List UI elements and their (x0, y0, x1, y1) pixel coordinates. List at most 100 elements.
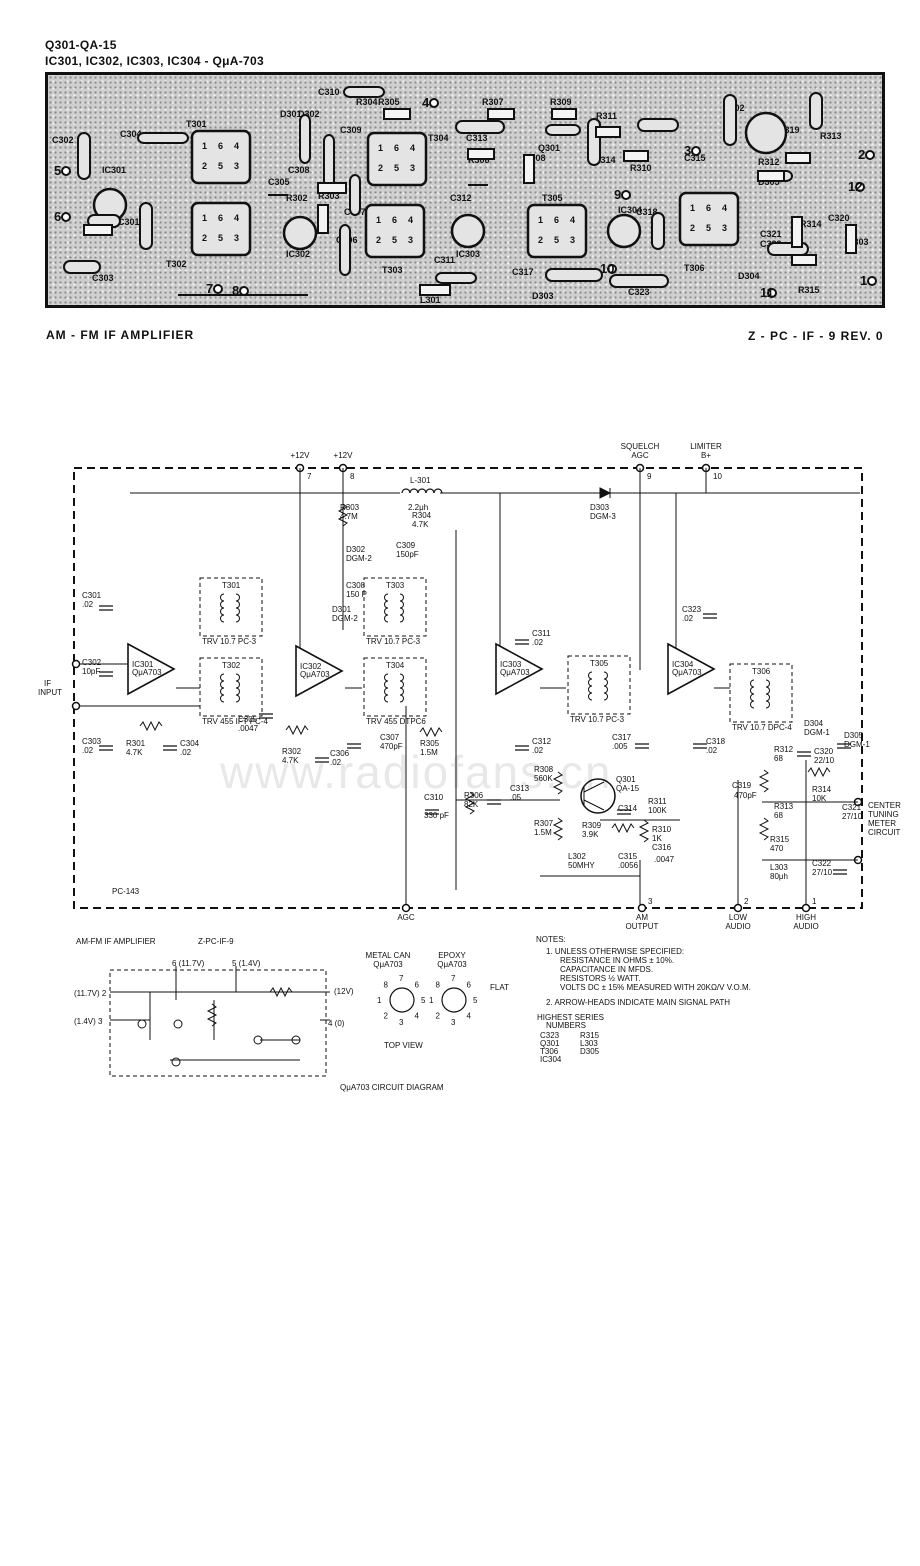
metal-can-label: QμA703 (373, 960, 403, 969)
transformer-coil (588, 678, 593, 687)
highest-cell: L303 (580, 1039, 598, 1048)
part-label: 150pF (396, 550, 419, 559)
part-label: DGM-3 (590, 512, 616, 521)
pcb-label-r311: R311 (596, 111, 617, 121)
wire (583, 781, 605, 793)
pcb-label-q301: Q301 (538, 143, 560, 153)
pcb-pin-hole (867, 276, 877, 286)
pcb-pin-hole (621, 190, 631, 200)
pcb-can-pin: 2 (376, 235, 381, 245)
resistor-symbol (758, 769, 770, 793)
pcb-label-c309: C309 (340, 125, 362, 135)
pcb-component (609, 274, 669, 288)
pcb-can-pin: 5 (392, 235, 397, 245)
terminal-label: AUDIO (793, 922, 818, 931)
part-label: D305 (844, 731, 864, 740)
terminal-label: AM (636, 913, 648, 922)
part-label: C323 (682, 605, 702, 614)
transformer-label: T301 (222, 581, 241, 590)
capacitor-symbol (635, 743, 649, 749)
notes-line: CAPACITANCE IN MFDS. (560, 965, 653, 974)
pcb-label-t302: T302 (166, 259, 187, 269)
part-label: DGM-1 (844, 740, 870, 749)
part-label: D303 (590, 503, 610, 512)
highest-title: HIGHEST SERIES (537, 1013, 604, 1022)
transformer-coil (765, 679, 770, 688)
metal-can-pin: 8 (383, 980, 388, 989)
terminal-label: +12V (334, 451, 354, 460)
part-label: R303 (340, 503, 360, 512)
resistor-symbol (638, 819, 650, 843)
pcb-component (545, 124, 581, 136)
part-label: C301 (82, 591, 102, 600)
pcb-can-pin: 3 (570, 235, 575, 245)
resistor-symbol (807, 766, 831, 778)
resistor-symbol (269, 986, 293, 998)
transformer-coil (235, 607, 240, 616)
transformer-box (363, 577, 427, 637)
transformer-coil (235, 673, 240, 682)
flat-label: FLAT (490, 983, 509, 992)
pcb-pin-7: 7 (206, 281, 213, 296)
resistor-symbol (206, 1003, 218, 1027)
part-label: .02 (532, 638, 544, 647)
pcb-resistor (791, 254, 817, 266)
highest-cell: IC304 (540, 1055, 562, 1064)
pcb-label-r303: R303 (318, 191, 340, 201)
transformer-coil (235, 694, 240, 703)
part-label: R314 (812, 785, 832, 794)
highest-cell: T306 (540, 1047, 559, 1056)
pcb-pin-1: 1 (860, 273, 867, 288)
input-pin (71, 659, 81, 669)
part-label: D302 (346, 545, 366, 554)
transformer-coil (399, 607, 404, 616)
part-label: C317 (612, 733, 632, 742)
pcb-label-r314: R314 (800, 219, 822, 229)
pcb-can-pin: 1 (202, 213, 207, 223)
terminal-label: B+ (701, 451, 711, 460)
transformer-coil (765, 686, 770, 695)
part-label: C304 (180, 739, 200, 748)
terminal-label: LOW (729, 913, 748, 922)
transformer-coil (235, 614, 240, 623)
highest-title: NUMBERS (546, 1021, 586, 1030)
input-label: IF (44, 679, 51, 688)
terminal-pin (637, 903, 647, 913)
terminal-label: AGC (397, 913, 415, 922)
part-label: 27/10 (812, 868, 833, 877)
pcb-can-pin: 1 (376, 215, 381, 225)
pcb-label-c317: C317 (512, 267, 534, 277)
capacitor-symbol (833, 869, 847, 875)
pcb-label-c310: C310 (318, 87, 340, 97)
pcb-label-r302: R302 (286, 193, 308, 203)
pcb-resistor (523, 154, 535, 184)
output-label: METER (868, 819, 896, 828)
terminal-label: LIMITER (690, 442, 722, 451)
transformer-coil (399, 694, 404, 703)
top-view-label: TOP VIEW (384, 1041, 423, 1050)
transformer-coil (750, 693, 755, 702)
pcb-label-c323: C323 (628, 287, 650, 297)
part-label: C308 (346, 581, 366, 590)
part-label: 330 pF (424, 811, 449, 820)
pcb-label-c302: C302 (52, 135, 74, 145)
part-label: C302 (82, 658, 102, 667)
pcb-component (77, 132, 91, 180)
pcb-can-pin: 2 (690, 223, 695, 233)
ic-type-label: QμA703 (132, 668, 162, 677)
metal-can-pin: 3 (399, 1018, 404, 1027)
highest-cell: R315 (580, 1031, 600, 1040)
pcb-can-pin: 2 (202, 233, 207, 243)
pcb-label-c314: C314 (594, 155, 616, 165)
pcb-label-ic304: IC304 (618, 205, 642, 215)
part-label: .02 (82, 600, 94, 609)
part-label: .02 (682, 614, 694, 623)
part-label: R308 (534, 765, 554, 774)
part-label: C303 (82, 737, 102, 746)
inductor-coil (417, 488, 427, 494)
pcb-pin-4: 4 (422, 95, 430, 110)
pcb-pin-12: 12 (848, 179, 862, 194)
transformer-coil (220, 607, 225, 616)
ic-label: IC303 (500, 660, 522, 669)
highest-cell: C323 (540, 1031, 560, 1040)
